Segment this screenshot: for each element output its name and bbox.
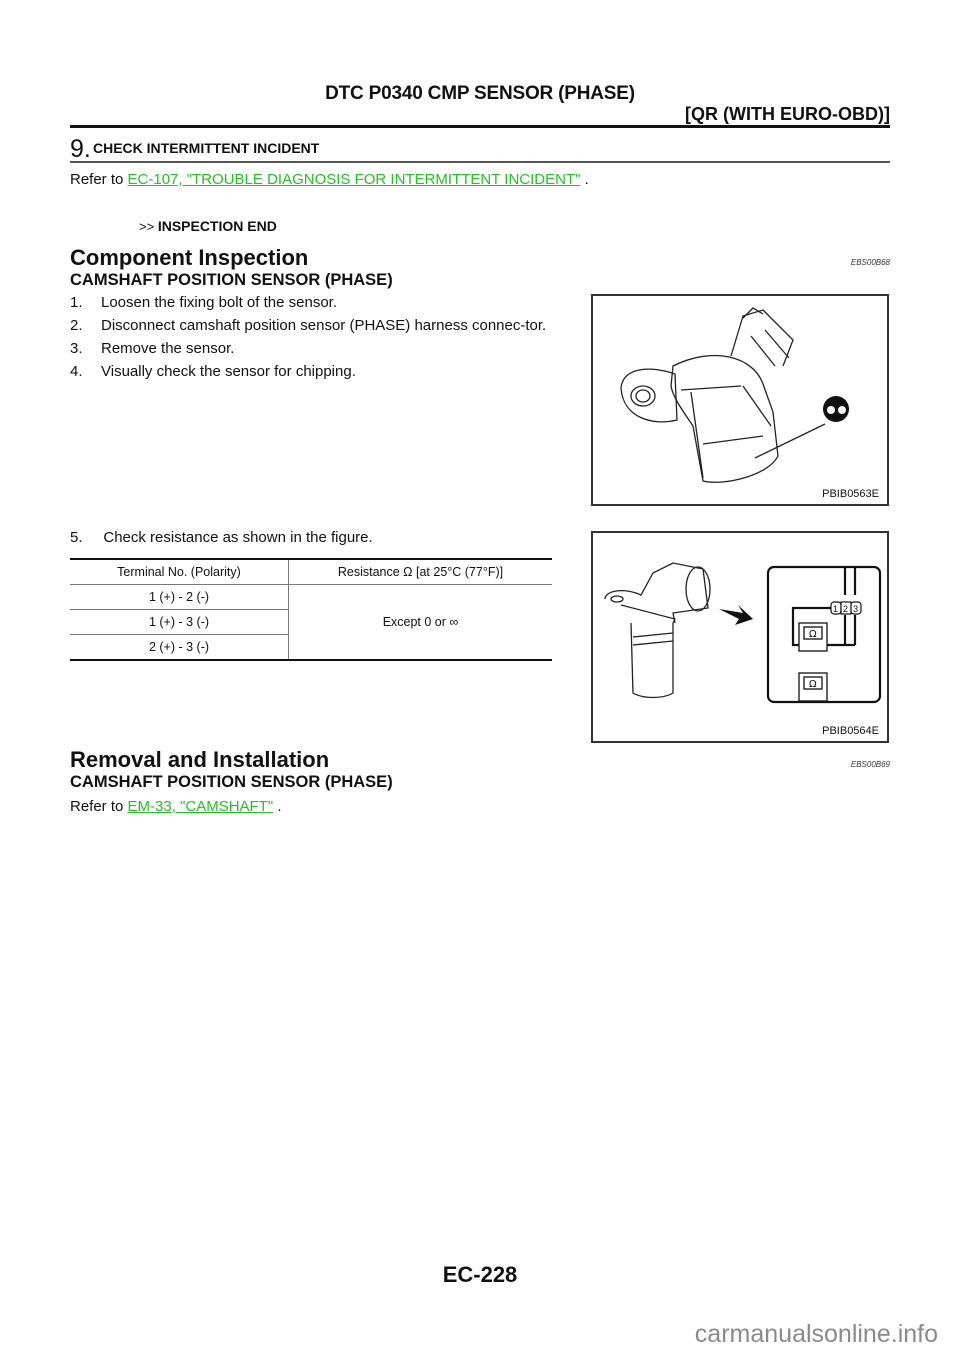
figure-resistance-check: Ω Ω 1 2 3 PBIB0564E — [591, 531, 889, 743]
result-arrow: >> — [139, 219, 155, 234]
figure-sensor-chipping: PBIB0563E — [591, 294, 889, 506]
removal-installation-title: Removal and Installation — [70, 747, 330, 772]
component-inspection-title: Component Inspection — [70, 245, 309, 270]
header-rule — [70, 125, 890, 128]
removal-installation-code: EBS00B69 — [850, 760, 890, 769]
step-item: 1.Loosen the fixing bolt of the sensor. — [70, 294, 337, 311]
refer-suffix: . — [580, 171, 589, 188]
step-item: 2.Disconnect camshaft position sensor (P… — [70, 317, 547, 334]
watermark: carmanualsonline.info — [694, 1320, 938, 1348]
table-row: 1 (+) - 2 (-) Except 0 or ∞ — [70, 584, 552, 629]
inspection-end-result: >> INSPECTION END — [139, 218, 277, 234]
step-number: 9. — [70, 135, 91, 163]
link-em-33[interactable]: EM-33, "CAMSHAFT" — [127, 798, 274, 815]
step9-refer: Refer to EC-107, "TROUBLE DIAGNOSIS FOR … — [70, 170, 589, 190]
resistance-circuit-icon: Ω Ω 1 2 3 — [604, 562, 882, 704]
removal-refer: Refer to EM-33, "CAMSHAFT" . — [70, 797, 282, 817]
page-header-title: DTC P0340 CMP SENSOR (PHASE) — [325, 83, 635, 104]
page-header-subtitle: [QR (WITH EURO-OBD)] — [685, 104, 890, 124]
figure2-caption: PBIB0564E — [822, 725, 879, 737]
inspection-steps: 1.Loosen the fixing bolt of the sensor. … — [70, 293, 580, 385]
table-header-terminal: Terminal No. (Polarity) — [70, 559, 289, 585]
svg-text:2: 2 — [843, 604, 848, 614]
page-number: EC-228 — [442, 1262, 518, 1287]
svg-text:Ω: Ω — [809, 629, 817, 640]
step-item: 3.Remove the sensor. — [70, 340, 235, 357]
step-item: 4.Visually check the sensor for chipping… — [70, 363, 356, 380]
svg-text:1: 1 — [833, 604, 838, 614]
resistance-value: Except 0 or ∞ — [382, 615, 459, 629]
step-title: CHECK INTERMITTENT INCIDENT — [93, 140, 320, 156]
svg-text:Ω: Ω — [809, 679, 817, 690]
component-inspection-subtitle: CAMSHAFT POSITION SENSOR (PHASE) — [70, 271, 393, 289]
table-row: 1 (+) - 3 (-) — [70, 609, 552, 635]
refer-prefix: Refer to — [70, 171, 128, 188]
result-label: INSPECTION END — [157, 218, 277, 234]
resistance-table: Terminal No. (Polarity) Resistance Ω [at… — [70, 558, 552, 661]
removal-installation-subtitle: CAMSHAFT POSITION SENSOR (PHASE) — [70, 773, 393, 791]
table-header-resistance: Resistance Ω [at 25°C (77°F)] — [288, 559, 552, 585]
component-inspection-code: EBS00B68 — [850, 258, 890, 267]
svg-text:3: 3 — [853, 604, 858, 614]
refer-prefix: Refer to — [70, 798, 128, 815]
step-rule — [70, 161, 890, 163]
sensor-illustration-icon — [620, 307, 849, 483]
link-ec-107[interactable]: EC-107, "TROUBLE DIAGNOSIS FOR INTERMITT… — [127, 171, 581, 188]
step-5: 5. Check resistance as shown in the figu… — [70, 529, 373, 546]
refer-suffix: . — [273, 798, 282, 815]
figure1-caption: PBIB0563E — [822, 488, 879, 500]
